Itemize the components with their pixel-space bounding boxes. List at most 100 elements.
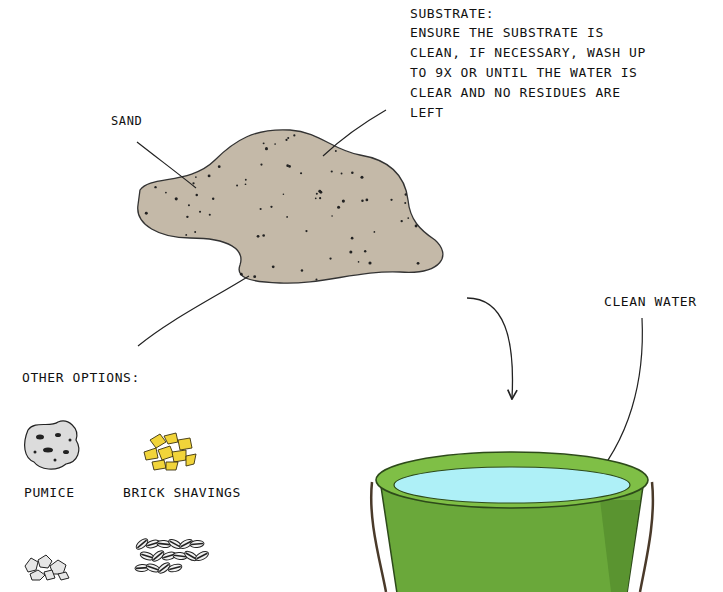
sand-grain <box>185 234 187 236</box>
seed-stripe <box>147 566 158 570</box>
seed-stripe <box>141 554 152 558</box>
leader-line <box>138 276 249 346</box>
sand-grain <box>358 261 360 263</box>
seed-stripe <box>158 543 170 544</box>
sand-grain <box>361 199 363 201</box>
sand-grain <box>263 142 265 144</box>
option-label: BRICK SHAVINGS <box>123 483 241 503</box>
sand-grain <box>316 193 318 195</box>
sand-grain <box>195 176 197 178</box>
sand-grain <box>286 216 288 218</box>
seed-stripe <box>174 555 186 556</box>
seed-shell <box>190 540 205 548</box>
sand-grain <box>329 257 331 259</box>
brick-shavings-icon <box>144 433 196 470</box>
sand-grain <box>270 206 272 208</box>
sand-grain <box>192 182 194 184</box>
sand-grain <box>245 179 247 181</box>
sand-grain <box>405 193 407 195</box>
bucket-shade <box>600 500 640 592</box>
sand-grain <box>401 220 403 222</box>
sand-grains <box>145 134 420 280</box>
seed-stripe <box>186 553 196 559</box>
seed-stripe <box>170 541 180 547</box>
sand-grain <box>404 202 406 204</box>
sand-grain <box>305 230 307 232</box>
sand-grain <box>287 137 289 139</box>
sand-grain <box>415 225 418 228</box>
sand-grain <box>209 214 211 216</box>
sand-grain <box>351 237 354 240</box>
option-label: PUMICE <box>24 483 75 503</box>
note-text: ENSURE THE SUBSTRATE IS CLEAN, IF NECESS… <box>410 23 655 123</box>
sand-grain <box>407 217 409 219</box>
sand-grain <box>253 275 256 278</box>
sand-grain <box>274 143 276 145</box>
seed-stripe <box>197 553 208 558</box>
sand-grain <box>342 199 345 202</box>
sand-grain <box>257 235 260 238</box>
seed-stripe <box>137 540 146 548</box>
sand-grain <box>318 190 321 193</box>
sand-grain <box>360 176 363 179</box>
sand-grain <box>199 211 201 213</box>
sand-grain <box>260 163 262 165</box>
water-surface <box>394 467 630 503</box>
pumice-pores <box>34 433 72 462</box>
seed-stripe <box>153 552 162 560</box>
pumice-icon <box>25 421 79 469</box>
sand-grain <box>374 231 376 233</box>
sand-grain <box>300 172 302 174</box>
sand-grain <box>236 184 238 186</box>
sand-grain <box>188 204 190 206</box>
sand-grain <box>364 250 366 252</box>
sand-grain <box>335 150 337 152</box>
sand-grain <box>315 279 317 281</box>
bucket-rim <box>376 452 648 508</box>
sand-grain <box>260 208 262 210</box>
sand-grain <box>208 174 211 177</box>
sand-grain <box>262 234 265 237</box>
sand-grain <box>301 269 303 271</box>
sand-grain <box>337 206 340 209</box>
seed <box>190 540 205 548</box>
gravel-icon <box>25 555 69 580</box>
sand-grain <box>265 147 268 150</box>
sand-grain <box>218 165 221 168</box>
sand-grain <box>186 216 188 218</box>
note-heading: SUBSTRATE: <box>410 4 494 24</box>
seed-shell <box>167 563 182 573</box>
sand-grain <box>286 164 289 167</box>
sand-grain <box>165 192 167 194</box>
seed <box>194 550 210 563</box>
sand-grain <box>245 183 247 185</box>
part-label: CLEAN WATER <box>604 292 697 312</box>
seed-shell <box>194 550 210 563</box>
sand-pile <box>138 130 443 283</box>
seed-stripe <box>159 564 168 571</box>
sand-grain <box>154 186 156 188</box>
sand-grain <box>341 173 343 175</box>
sand-grain <box>212 197 214 199</box>
sand-grain <box>349 251 352 254</box>
sand-grain <box>390 199 392 201</box>
sand-grain <box>293 134 295 136</box>
sand-grain <box>196 194 198 196</box>
seed-stripe <box>169 566 181 569</box>
sand-grain <box>368 261 371 264</box>
sand-grain <box>194 231 196 233</box>
sand-grain <box>145 212 148 215</box>
sand-grain <box>240 273 243 276</box>
sand-grain <box>417 262 420 265</box>
leader-line <box>323 110 386 156</box>
sand-grain <box>175 197 178 200</box>
sand-grain <box>283 193 285 195</box>
seeds-icon <box>134 537 209 575</box>
sand-grain <box>351 172 354 175</box>
sand-grain <box>331 170 333 172</box>
sand-grain <box>319 197 321 199</box>
sand-grain <box>272 265 275 268</box>
flow-arrow <box>467 298 512 398</box>
seed-stripe <box>191 543 203 544</box>
